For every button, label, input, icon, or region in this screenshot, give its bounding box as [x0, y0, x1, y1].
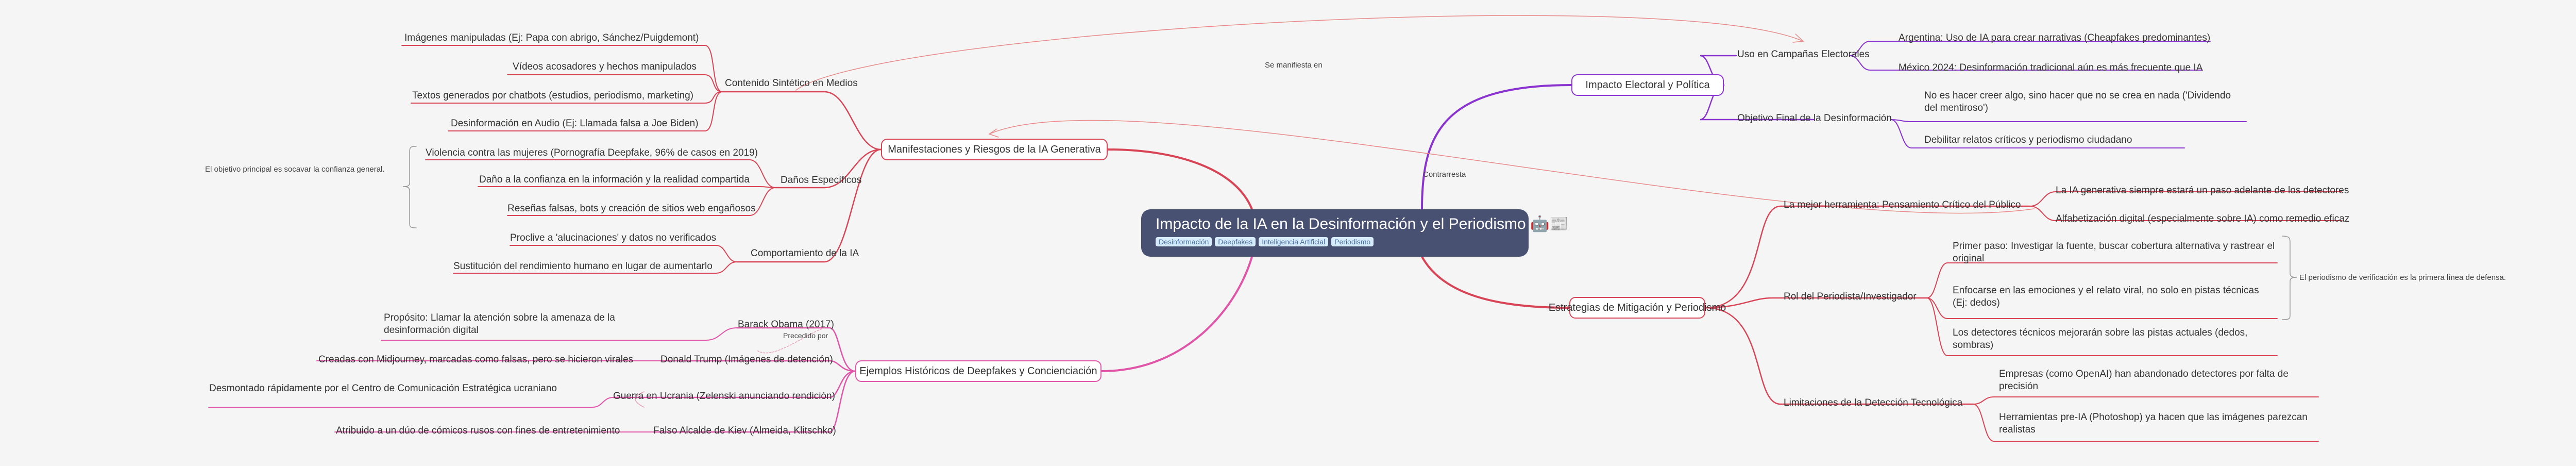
- link-root-ejemplos: [1100, 256, 1253, 372]
- leaf-danos-2[interactable]: Reseñas falsas, bots y creación de sitio…: [507, 203, 756, 214]
- branch-electoral[interactable]: Impacto Electoral y Política: [1571, 74, 1724, 96]
- leaf-pensamiento-0[interactable]: La IA generativa siempre estará un paso …: [2056, 185, 2349, 196]
- leaf-objetivo-0[interactable]: No es hacer creer algo, sino hacer que n…: [1924, 90, 2231, 113]
- leaf-danos-0[interactable]: Violencia contra las mujeres (Pornografí…: [426, 147, 758, 158]
- topic-trump[interactable]: Donald Trump (Imágenes de detención): [660, 354, 833, 365]
- note-danos: El objetivo principal es socavar la conf…: [205, 165, 385, 174]
- leaf-obama[interactable]: Propósito: Llamar la atención sobre la a…: [384, 312, 615, 336]
- leaf-contenido-1[interactable]: Vídeos acosadores y hechos manipulados: [513, 61, 697, 72]
- relation-contrarresta: Contrarresta: [1423, 170, 1466, 179]
- leaf-campanas-1[interactable]: México 2024: Desinformación tradicional …: [1899, 62, 2203, 73]
- tag-desinformacion[interactable]: Desinformación: [1156, 237, 1212, 246]
- topic-ucrania[interactable]: Guerra en Ucrania (Zelenski anunciando r…: [613, 391, 835, 402]
- topic-obama[interactable]: Barack Obama (2017): [738, 319, 834, 330]
- leaf-rol-1[interactable]: Enfocarse en las emociones y el relato v…: [1953, 285, 2259, 308]
- topic-contenido[interactable]: Contenido Sintético en Medios: [725, 78, 858, 89]
- link-root-estrategias: [1421, 256, 1570, 309]
- leaf-rol-0[interactable]: Primer paso: Investigar la fuente, busca…: [1953, 241, 2275, 264]
- leaf-limitaciones-0[interactable]: Empresas (como OpenAI) han abandonado de…: [1999, 369, 2289, 392]
- leaf-contenido-3[interactable]: Desinformación en Audio (Ej: Llamada fal…: [451, 118, 699, 129]
- leaf-trump[interactable]: Creadas con Midjourney, marcadas como fa…: [318, 354, 634, 365]
- link-root-manifestaciones: [1107, 148, 1253, 210]
- leaf-comportamiento-0[interactable]: Proclive a 'alucinaciones' y datos no ve…: [510, 232, 717, 243]
- topic-kiev[interactable]: Falso Alcalde de Kiev (Almeida, Klitschk…: [653, 425, 836, 436]
- relation-precedido: Precedido por: [783, 331, 828, 340]
- tag-ia[interactable]: Inteligencia Artificial: [1259, 237, 1329, 246]
- relation-se-manifiesta: Se manifiesta en: [1265, 61, 1323, 70]
- leaf-contenido-0[interactable]: Imágenes manipuladas (Ej: Papa con abrig…: [404, 32, 699, 43]
- topic-pensamiento[interactable]: La mejor herramienta: Pensamiento Crític…: [1784, 199, 2021, 210]
- leaf-kiev[interactable]: Atribuido a un dúo de cómicos rusos con …: [336, 425, 620, 436]
- topic-comportamiento[interactable]: Comportamiento de la IA: [751, 248, 859, 259]
- branch-estrategias[interactable]: Estrategias de Mitigación y Periodismo: [1549, 297, 1726, 319]
- topic-objetivo[interactable]: Objetivo Final de la Desinformación: [1737, 113, 1892, 124]
- topic-limitaciones[interactable]: Limitaciones de la Detección Tecnológica: [1784, 397, 1963, 408]
- tag-deepfakes[interactable]: Deepfakes: [1215, 237, 1256, 246]
- leaf-campanas-0[interactable]: Argentina: Uso de IA para crear narrativ…: [1899, 32, 2211, 43]
- root-topic[interactable]: Impacto de la IA en la Desinformación y …: [1141, 209, 1569, 257]
- topic-rol[interactable]: Rol del Periodista/Investigador: [1784, 291, 1917, 302]
- tag-periodismo[interactable]: Periodismo: [1331, 237, 1374, 246]
- topic-danos[interactable]: Daños Específicos: [781, 175, 862, 186]
- leaf-comportamiento-1[interactable]: Sustitución del rendimiento humano en lu…: [453, 261, 713, 272]
- branch-manifestaciones[interactable]: Manifestaciones y Riesgos de la IA Gener…: [881, 139, 1108, 160]
- leaf-limitaciones-1[interactable]: Herramientas pre-IA (Photoshop) ya hacen…: [1999, 412, 2308, 435]
- leaf-danos-1[interactable]: Daño a la confianza en la información y …: [479, 174, 750, 185]
- leaf-objetivo-1[interactable]: Debilitar relatos críticos y periodismo …: [1924, 135, 2132, 145]
- root-tags: Desinformación Deepfakes Inteligencia Ar…: [1156, 237, 1514, 246]
- leaf-rol-2[interactable]: Los detectores técnicos mejorarán sobre …: [1953, 327, 2248, 351]
- note-rol: El periodismo de verificación es la prim…: [2299, 273, 2506, 282]
- topic-campanas[interactable]: Uso en Campañas Electorales: [1737, 49, 1870, 60]
- leaf-contenido-2[interactable]: Textos generados por chatbots (estudios,…: [412, 90, 693, 101]
- leaf-pensamiento-1[interactable]: Alfabetización digital (especialmente so…: [2056, 213, 2350, 224]
- branch-ejemplos[interactable]: Ejemplos Históricos de Deepfakes y Conci…: [855, 360, 1101, 382]
- link-root-electoral: [1421, 84, 1572, 210]
- root-title: Impacto de la IA en la Desinformación y …: [1156, 215, 1569, 232]
- leaf-ucrania[interactable]: Desmontado rápidamente por el Centro de …: [209, 383, 557, 394]
